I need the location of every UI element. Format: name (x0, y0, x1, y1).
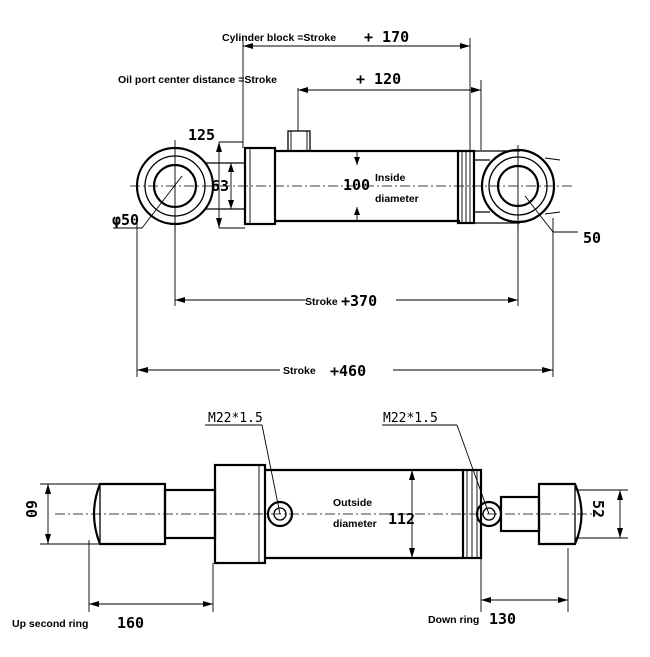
dim-112: Outside diameter 112 (333, 470, 415, 558)
cylinder-block-dimension: Cylinder block =Stroke + 170 (222, 28, 471, 150)
phi50-text: φ50 (112, 211, 139, 229)
dim-60-text: 60 (22, 500, 40, 518)
front-gland (243, 146, 277, 226)
top-oil-port (287, 130, 311, 152)
oil-port-label: Oil port center distance =Stroke (118, 74, 277, 86)
bottom-barrel (265, 468, 463, 560)
bottom-front-gland (213, 463, 267, 565)
rear-cap (456, 149, 520, 225)
stroke460-value: +460 (330, 362, 366, 380)
right-rod-eye (480, 145, 561, 230)
bottom-rear-cap (461, 468, 483, 560)
dim-52-text: 52 (589, 500, 607, 518)
oil-port-value: + 120 (356, 70, 401, 88)
dim-100-text: 100 (343, 176, 370, 194)
up-ring-dimension: Up second ring 160 (12, 540, 214, 632)
dim-125: 125 (188, 126, 245, 229)
bottom-view: M22*1.5 M22*1.5 (12, 411, 628, 632)
dim-50: 50 (524, 195, 601, 247)
port-right-text: M22*1.5 (383, 411, 438, 426)
dim-60: 60 (22, 483, 100, 545)
left-oil-port: M22*1.5 (205, 411, 294, 528)
stroke-460-dimension: Stroke +460 (136, 218, 554, 380)
down-ring-label: Down ring (428, 614, 479, 626)
stroke370-value: +370 (341, 292, 377, 310)
dim-52: 52 (575, 489, 628, 539)
cylinder-block-value: + 170 (364, 28, 409, 46)
dim-63-text: 63 (211, 177, 229, 195)
stroke-370-dimension: Stroke +370 (174, 215, 519, 310)
dim-100: 100 Inside diameter (343, 151, 419, 221)
dim-50-text: 50 (583, 229, 601, 247)
cylinder-block-label: Cylinder block =Stroke (222, 32, 336, 44)
stroke460-label: Stroke (283, 365, 316, 377)
top-view: Cylinder block =Stroke + 170 Oil port ce… (112, 28, 601, 380)
up-ring-label: Up second ring (12, 618, 88, 630)
right-rod-end (499, 482, 583, 546)
down-ring-value: 130 (489, 610, 516, 628)
diameter-label: diameter (375, 193, 419, 205)
right-oil-port: M22*1.5 (382, 411, 503, 528)
outside-label: Outside (333, 497, 372, 509)
dim-125-text: 125 (188, 126, 215, 144)
outside-diameter-label: diameter (333, 518, 377, 530)
up-ring-value: 160 (117, 614, 144, 632)
left-neck (205, 162, 245, 210)
inside-label: Inside (375, 172, 406, 184)
dim-63: 63 (211, 163, 234, 209)
stroke370-label: Stroke (305, 296, 338, 308)
dim-phi50: φ50 (112, 175, 183, 229)
oil-port-dimension: Oil port center distance =Stroke + 120 (118, 70, 482, 150)
dim-112-text: 112 (388, 510, 415, 528)
port-left-text: M22*1.5 (208, 411, 263, 426)
down-ring-dimension: Down ring 130 (428, 530, 569, 628)
